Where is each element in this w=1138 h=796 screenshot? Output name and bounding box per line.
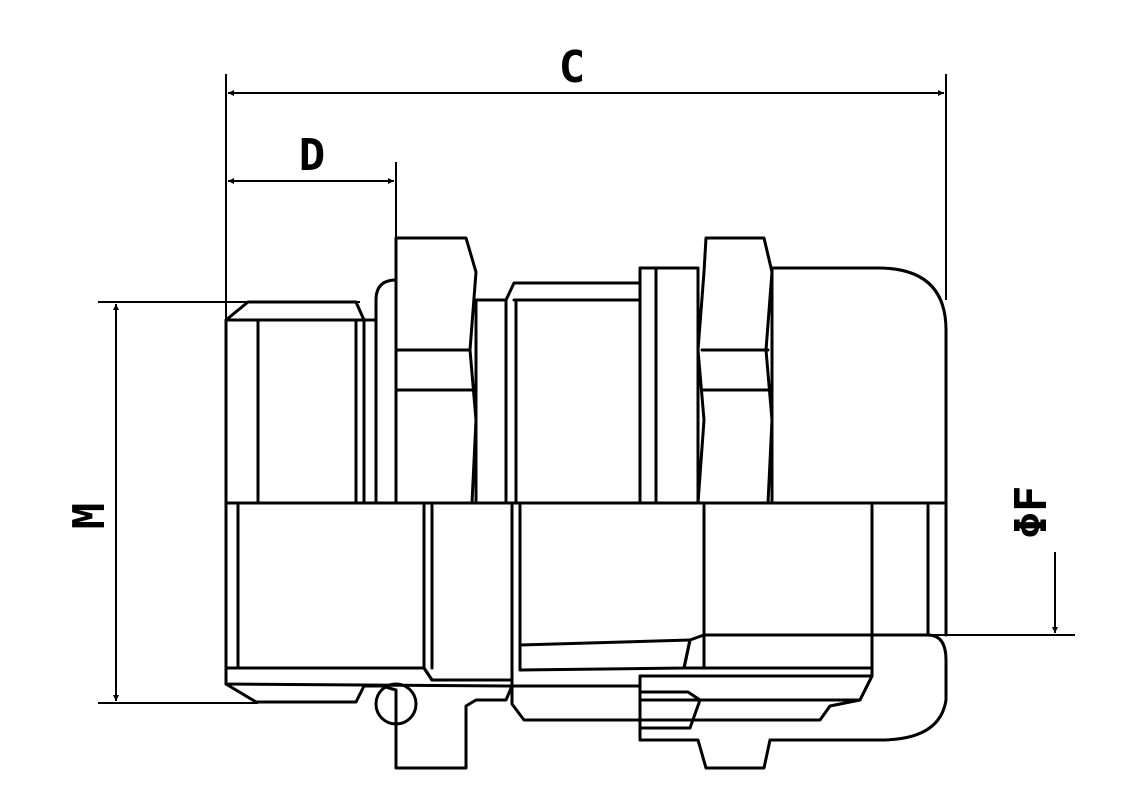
o-ring	[374, 682, 418, 726]
dim-d-label: D	[299, 130, 326, 181]
dim-f-label: ΦF	[1006, 486, 1057, 539]
dim-c-label: C	[559, 42, 586, 93]
seal-insert	[518, 638, 692, 672]
dim-m-label: M	[64, 503, 115, 530]
cap-nut-section	[638, 633, 948, 770]
section-half	[224, 501, 948, 770]
claw-insert	[638, 674, 874, 702]
exterior-half	[224, 236, 948, 505]
